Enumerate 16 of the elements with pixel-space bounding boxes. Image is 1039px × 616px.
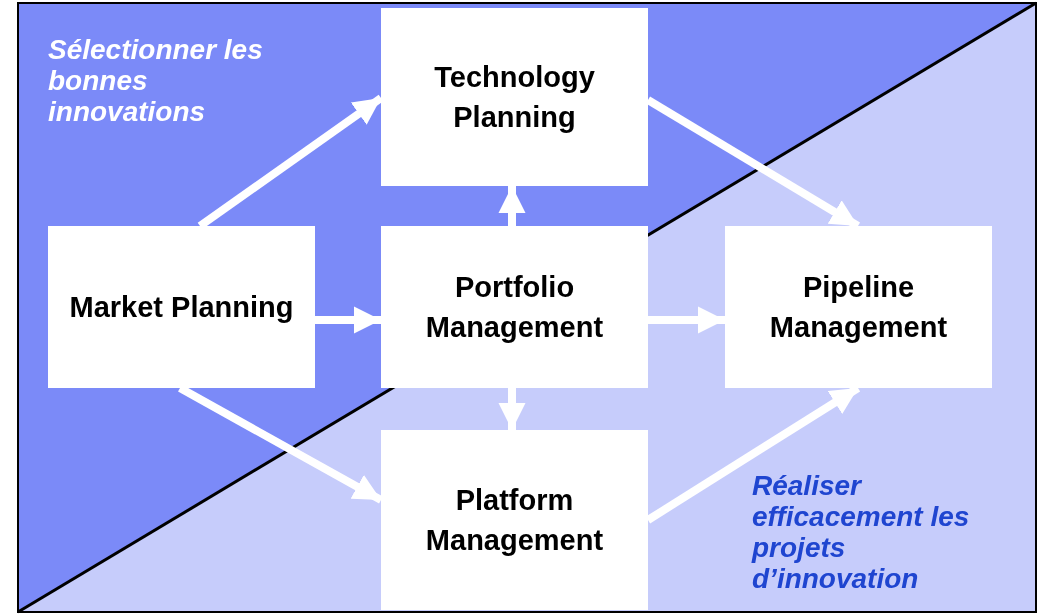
arrow — [498, 186, 526, 226]
box-label: Portfolio Management — [424, 270, 605, 345]
box-label: Pipeline Management — [768, 270, 949, 345]
process-box — [381, 226, 648, 388]
process-box — [725, 226, 992, 388]
arrow — [315, 306, 381, 334]
process-box — [381, 430, 648, 610]
box-label: Market Planning — [69, 290, 294, 325]
arrow — [648, 306, 725, 334]
note-text: Sélectionner les bonnes innovations — [48, 34, 264, 127]
arrow — [498, 388, 526, 430]
process-box — [381, 8, 648, 186]
box-label: Technology Planning — [433, 60, 596, 135]
box-label: Platform Management — [424, 483, 605, 558]
process-box — [48, 226, 315, 388]
note-text: Réaliser efficacement les projets d’innovation — [752, 470, 971, 594]
